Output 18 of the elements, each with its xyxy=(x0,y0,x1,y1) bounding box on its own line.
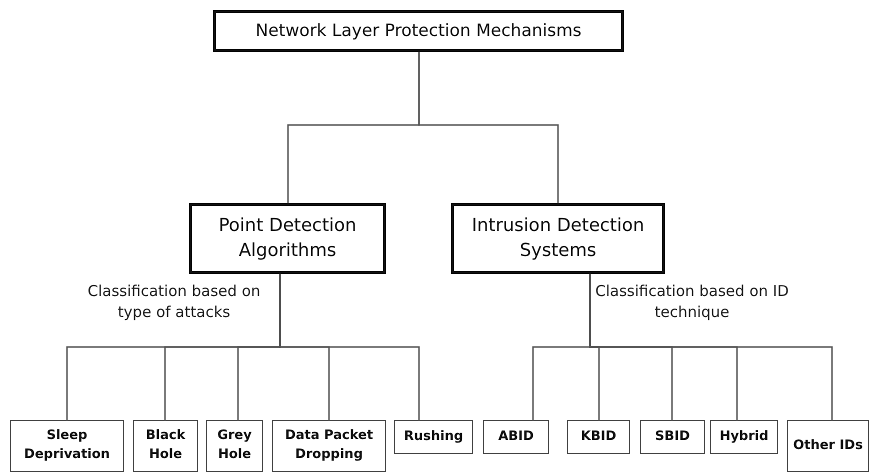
leaf-box: Other IDs xyxy=(787,420,869,472)
classification-note: Classification based on type of attacks xyxy=(86,281,262,323)
leaf-box: Hybrid xyxy=(710,420,778,454)
classification-note: Classification based on ID technique xyxy=(594,281,790,323)
connector-line xyxy=(418,52,559,203)
leaf-box: Rushing xyxy=(394,420,473,454)
category-box: Point Detection Algorithms xyxy=(189,203,386,274)
category-box: Network Layer Protection Mechanisms xyxy=(213,10,624,52)
leaf-box: Black Hole xyxy=(133,420,198,472)
leaf-box: KBID xyxy=(567,420,630,454)
connector-line xyxy=(279,274,420,420)
leaf-box: Sleep Deprivation xyxy=(10,420,124,472)
category-box: Intrusion Detection Systems xyxy=(451,203,665,274)
leaf-box: Grey Hole xyxy=(206,420,263,472)
leaf-box: ABID xyxy=(483,420,549,454)
leaf-box: SBID xyxy=(640,420,705,454)
leaf-box: Data Packet Dropping xyxy=(272,420,386,472)
connector-line xyxy=(589,274,833,420)
